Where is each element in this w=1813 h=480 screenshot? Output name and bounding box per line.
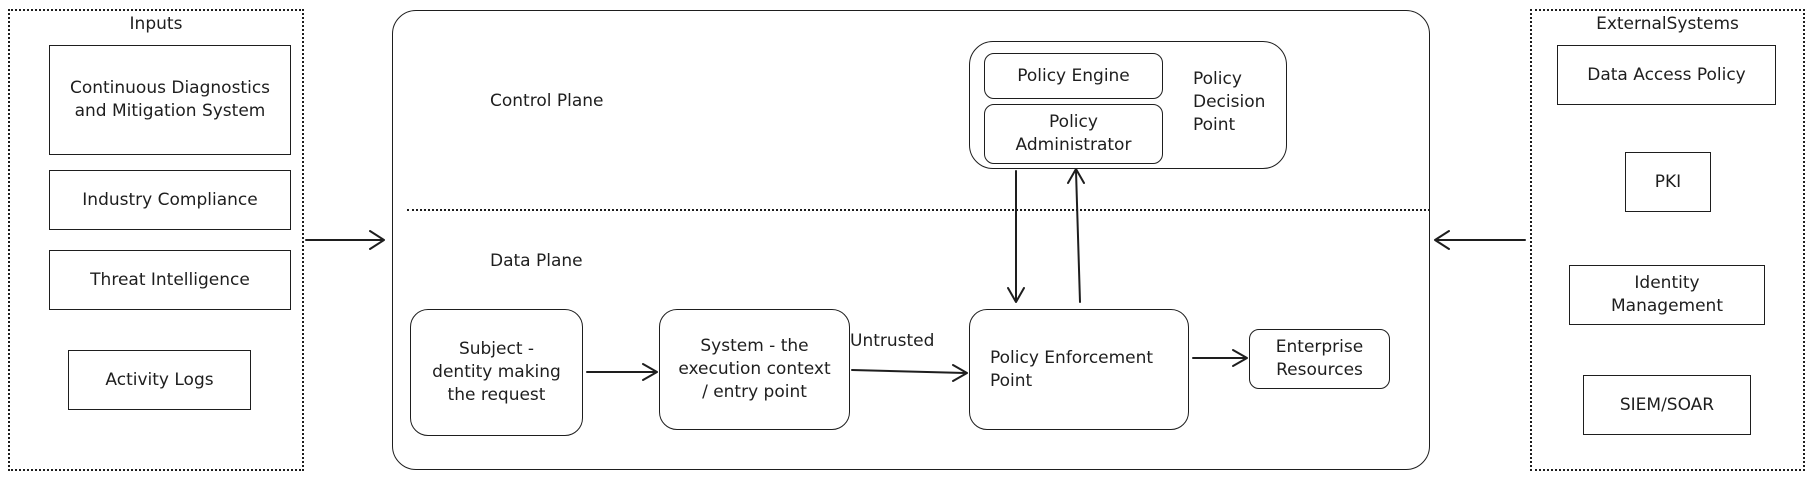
input-industry-compliance[interactable]: Industry Compliance (49, 170, 291, 230)
external-systems-group (1530, 9, 1805, 471)
arrow-external-to-main (1434, 230, 1526, 250)
arrow-pdp-to-pep (1007, 170, 1025, 303)
enterprise-resources[interactable]: Enterprise Resources (1249, 329, 1390, 389)
input-threat-intelligence[interactable]: Threat Intelligence (49, 250, 291, 310)
subject-box[interactable]: Subject - dentity making the request (410, 309, 583, 436)
policy-decision-point-label: Policy Decision Point (1193, 69, 1266, 135)
untrusted-label: Untrusted (850, 331, 935, 351)
input-activity-logs[interactable]: Activity Logs (68, 350, 251, 410)
control-plane-label: Control Plane (490, 91, 604, 111)
main-container (392, 10, 1430, 470)
policy-engine[interactable]: Policy Engine (984, 53, 1163, 99)
system-box[interactable]: System - the execution context / entry p… (659, 309, 850, 430)
input-cdm-system[interactable]: Continuous Diagnostics and Mitigation Sy… (49, 45, 291, 155)
external-siem-soar[interactable]: SIEM/SOAR (1583, 375, 1751, 435)
external-pki[interactable]: PKI (1625, 152, 1711, 212)
inputs-group (8, 9, 304, 471)
arrow-subject-to-system (586, 363, 658, 381)
policy-administrator[interactable]: Policy Administrator (984, 104, 1163, 164)
external-systems-title: ExternalSystems (1596, 14, 1739, 34)
arrow-inputs-to-main (305, 230, 385, 250)
arrow-pep-to-resources (1192, 349, 1248, 367)
inputs-title: Inputs (129, 14, 183, 34)
policy-enforcement-point[interactable]: Policy Enforcement Point (969, 309, 1189, 430)
arrow-system-to-pep (851, 364, 968, 382)
data-plane-label: Data Plane (490, 251, 583, 271)
external-identity-management[interactable]: Identity Management (1569, 265, 1765, 325)
arrow-pep-to-pdp (1067, 168, 1085, 303)
plane-divider (407, 209, 1430, 211)
external-data-access-policy[interactable]: Data Access Policy (1557, 45, 1776, 105)
